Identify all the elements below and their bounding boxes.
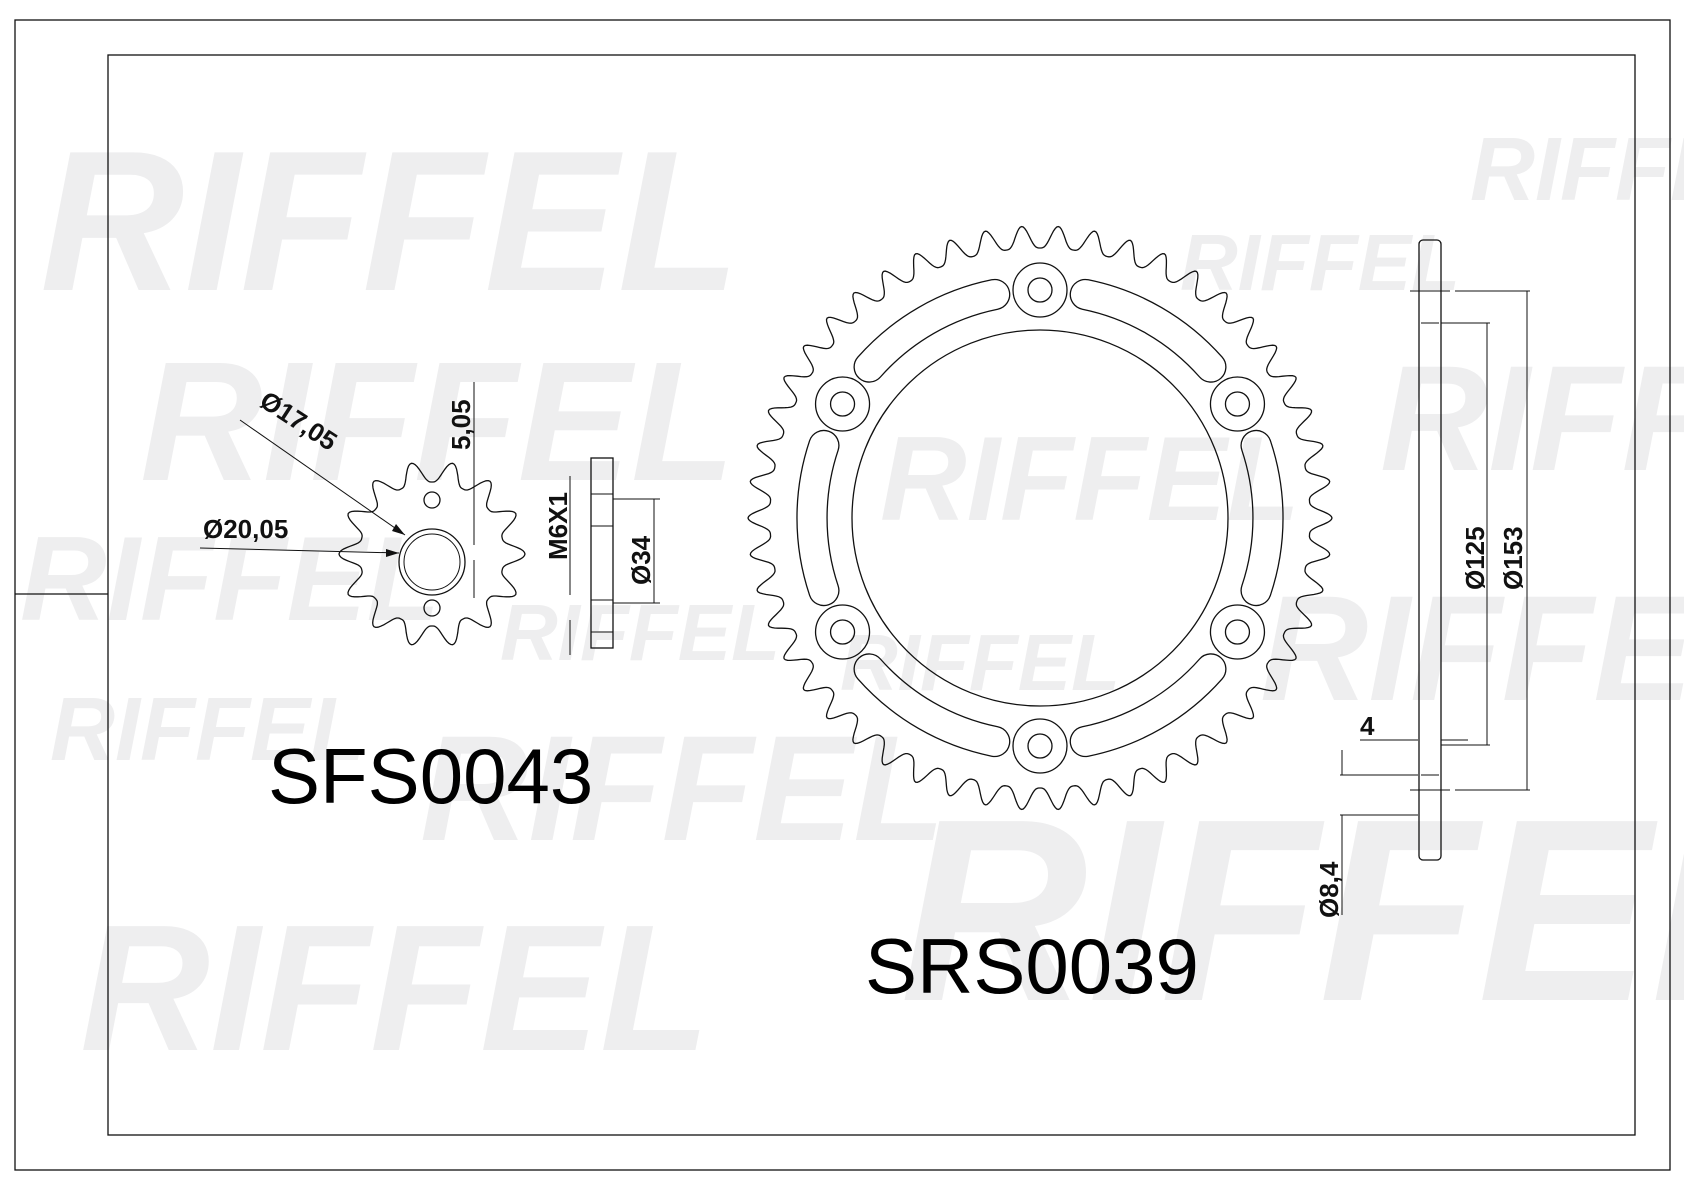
bolt-hole [1224,619,1251,645]
watermark: RIFFEL [40,110,740,333]
lightening-slot [853,653,1011,758]
bolt-hole [814,604,871,660]
lightening-slot [1069,278,1227,383]
bolt-hole [1209,376,1266,432]
bolt-hole [1027,277,1053,303]
dim-bore-diameter: Ø20,05 [203,514,288,544]
watermark: RIFFEL [140,327,735,517]
watermark: RIFFEL [900,766,1684,1056]
dim-thickness: 4 [1360,711,1375,741]
dim-center-bore: Ø125 [1460,526,1490,590]
rear-center-bore [851,329,1229,707]
lightening-slot [796,429,840,607]
dim-hub-diameter: Ø34 [626,535,656,585]
watermark: RIFFEL [50,680,365,780]
rear-sprocket-outline [747,225,1333,811]
front-bore [398,528,466,596]
front-hole [423,599,441,617]
watermarks: RIFFEL RIFFEL RIFFEL RIFFEL RIFFEL RIFFE… [20,110,1684,1089]
bolt-hole [1012,262,1068,318]
bolt-hole [814,376,871,432]
bolt-hole [829,619,856,645]
watermark: RIFFEL [20,512,440,646]
rear-sprocket: SRS0039 [747,225,1333,1010]
front-hole [423,491,441,509]
watermark: RIFFEL [840,618,1120,707]
watermark: RIFFEL [1380,334,1684,502]
bolt-hole [1209,604,1266,660]
watermark: RIFFEL [1260,564,1684,732]
outer-frame [14,19,1671,1171]
lightening-slot [853,278,1011,383]
bolt-hole [1012,718,1068,774]
watermark: RIFFEL [420,704,945,872]
dim-bolt-circle: Ø153 [1498,526,1528,590]
rear-sprocket-code: SRS0039 [865,922,1199,1010]
bolt-hole [829,391,856,417]
watermark: RIFFEL [500,588,780,677]
front-spline [403,533,461,591]
bolt-hole [1224,391,1251,417]
dim-spline: 5,05 [446,399,476,450]
watermark: RIFFEL [1470,120,1684,220]
bolt-hole [1027,733,1053,759]
front-sprocket-outline [338,462,526,646]
rear-sprocket-side-view: Ø125 Ø153 4 Ø8,4 [1314,239,1530,918]
front-sprocket-code: SFS0043 [268,732,593,820]
watermark: RIFFEL [1180,218,1460,307]
lightening-slot [1240,429,1284,607]
dim-bolt-hole: Ø8,4 [1314,861,1344,918]
front-sprocket-side-view: M6X1 Ø34 [543,457,660,655]
watermark: RIFFEL [80,888,710,1089]
dim-thread: M6X1 [543,492,573,560]
lightening-slot [1069,653,1227,758]
inner-frame [107,54,1636,1136]
watermark: RIFFEL [880,412,1300,546]
